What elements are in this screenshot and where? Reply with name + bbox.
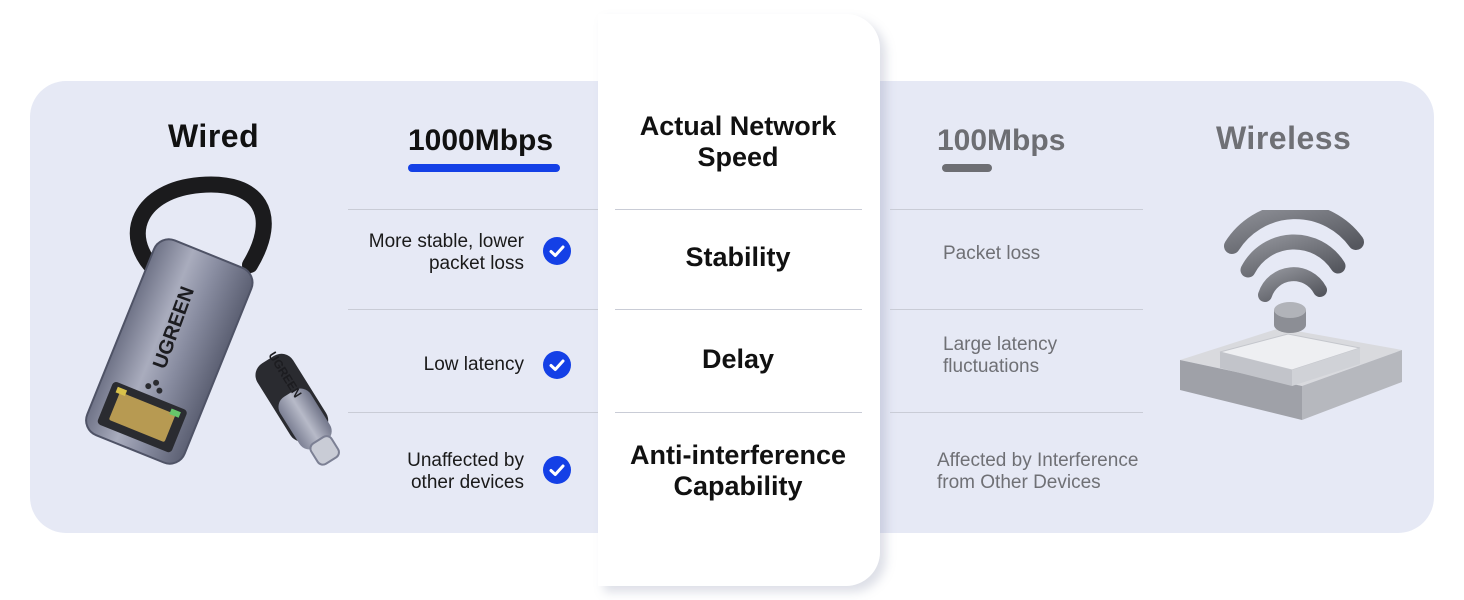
wireless-delay-text: Large latency fluctuations bbox=[943, 334, 1057, 378]
wireless-interference-text: Affected by Interference from Other Devi… bbox=[937, 450, 1138, 494]
wireless-speed-bar bbox=[942, 164, 992, 172]
wireless-title: Wireless bbox=[1216, 120, 1352, 156]
wired-interference-text: Unaffected by other devices bbox=[407, 450, 524, 494]
wireless-stability-text: Packet loss bbox=[943, 243, 1041, 264]
wired-stability-text: More stable, lower packet loss bbox=[369, 231, 524, 275]
usb-c-ethernet-adapter-image: UGREEN UGREEN bbox=[85, 176, 340, 466]
divider bbox=[615, 412, 862, 413]
wired-stability-line-1: More stable, lower bbox=[368, 231, 524, 252]
wired-delay-text: Low latency bbox=[423, 354, 524, 375]
criteria-speed-line-2: Speed bbox=[697, 142, 779, 172]
criteria-interference-line-2: Capability bbox=[673, 471, 803, 501]
check-circle-icon bbox=[543, 456, 571, 484]
check-circle-icon bbox=[543, 351, 571, 379]
divider bbox=[615, 309, 862, 310]
wifi-router-icon bbox=[1180, 210, 1402, 420]
divider bbox=[348, 209, 598, 210]
wired-interference-line-1: Unaffected by bbox=[407, 450, 524, 471]
divider bbox=[348, 309, 598, 310]
wireless-speed: 100Mbps bbox=[937, 124, 1066, 157]
wired-speed-bar bbox=[408, 164, 560, 172]
criteria-interference: Anti-interference Capability bbox=[610, 440, 866, 502]
divider bbox=[615, 209, 862, 210]
criteria-card bbox=[598, 14, 880, 586]
divider bbox=[890, 209, 1143, 210]
criteria-stability: Stability bbox=[685, 242, 791, 272]
wireless-delay-line-1: Large latency bbox=[943, 334, 1058, 355]
criteria-speed: Actual Network Speed bbox=[610, 111, 866, 173]
wireless-interference-line-1: Affected by Interference bbox=[937, 450, 1139, 471]
divider bbox=[890, 412, 1143, 413]
check-circle-icon bbox=[543, 237, 571, 265]
criteria-delay: Delay bbox=[701, 344, 775, 374]
wireless-delay-line-2: fluctuations bbox=[943, 356, 1040, 377]
divider bbox=[348, 412, 598, 413]
wired-interference-line-2: other devices bbox=[410, 472, 524, 493]
wired-speed: 1000Mbps bbox=[408, 124, 554, 157]
wired-stability-line-2: packet loss bbox=[428, 253, 524, 274]
divider bbox=[890, 309, 1143, 310]
wired-title: Wired bbox=[168, 118, 260, 154]
criteria-interference-line-1: Anti-interference bbox=[629, 440, 847, 470]
criteria-speed-line-1: Actual Network bbox=[639, 111, 837, 141]
wireless-interference-line-2: from Other Devices bbox=[937, 472, 1101, 493]
